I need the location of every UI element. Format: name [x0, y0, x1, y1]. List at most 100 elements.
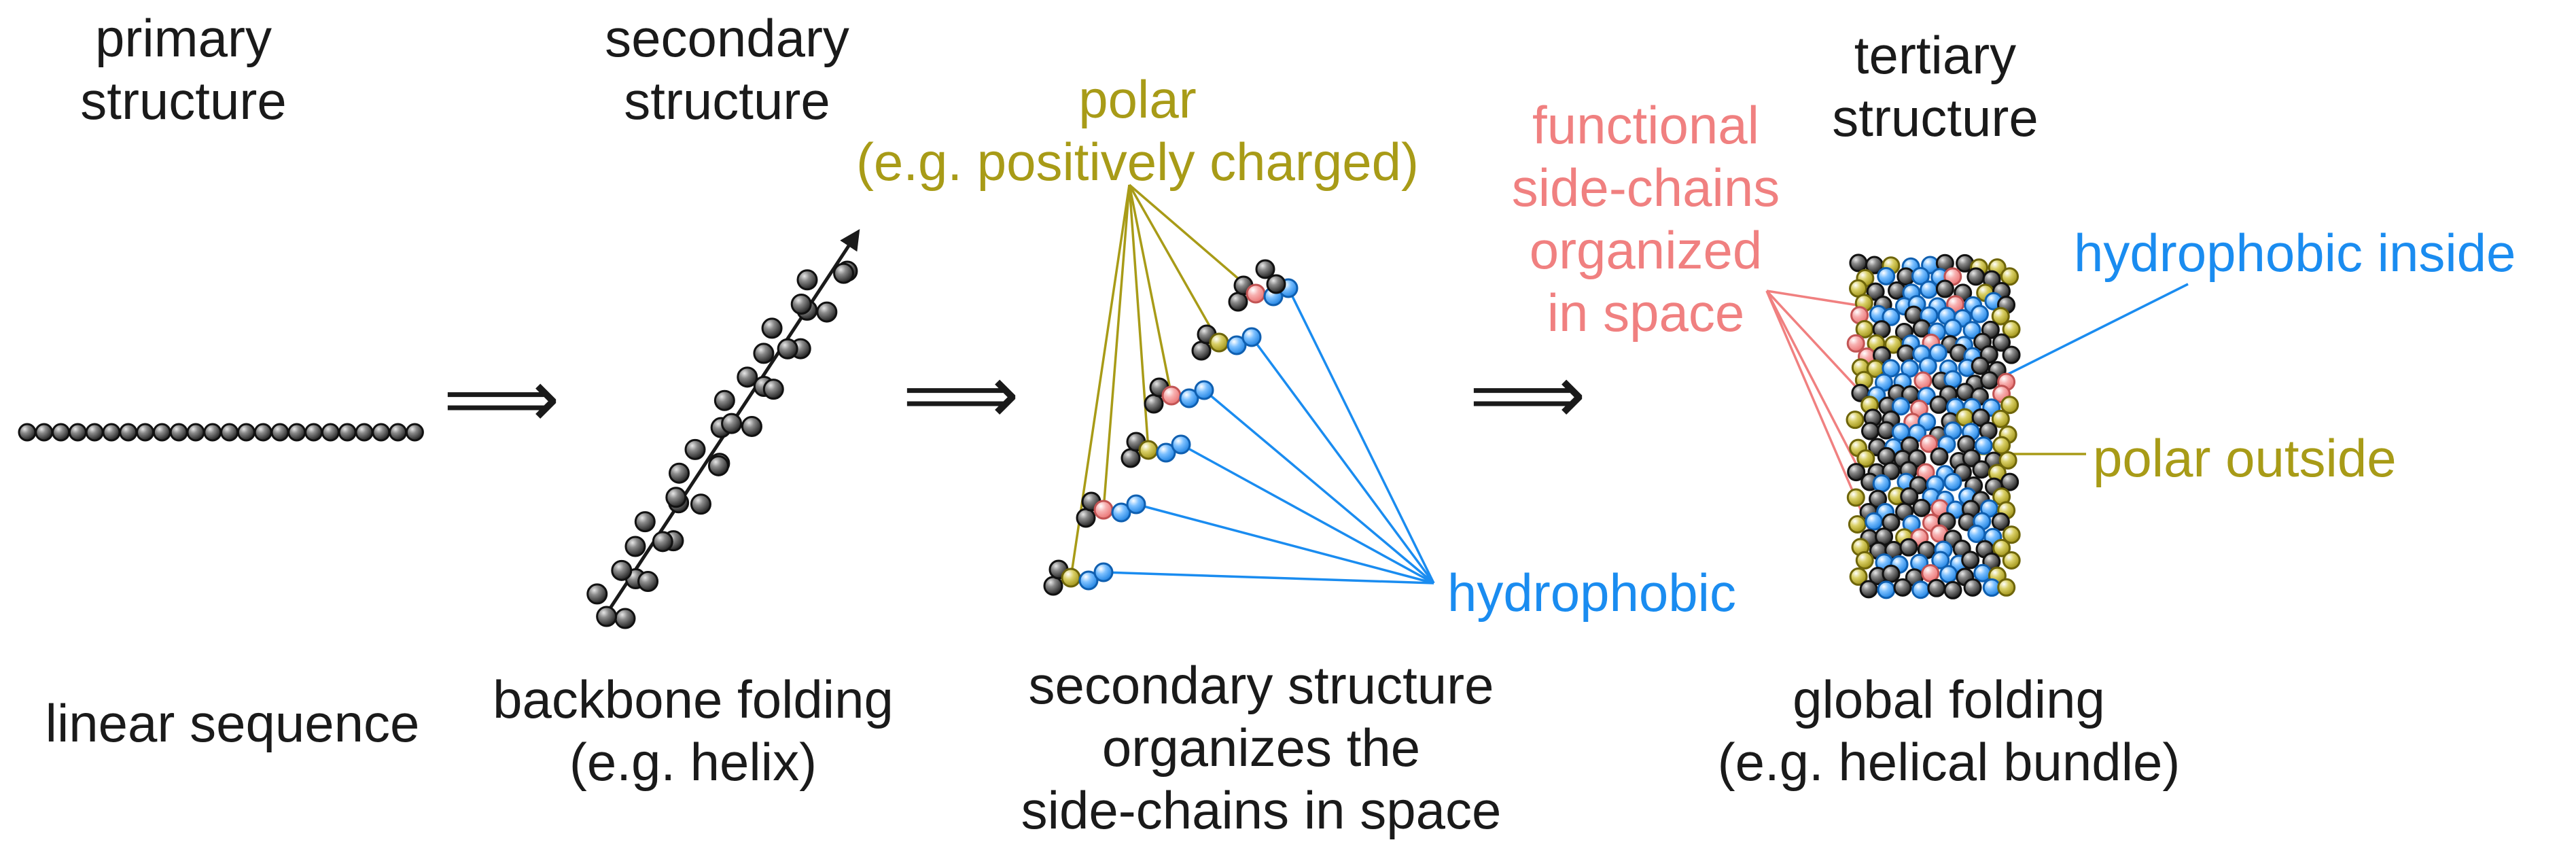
- polar-bead: [1138, 440, 1159, 460]
- hydrophobic-bead: [1865, 512, 1884, 531]
- primary-structure-heading: primary structure: [80, 7, 286, 132]
- secondary-heading-line-1: secondary: [605, 8, 849, 68]
- backbone-bead: [1927, 578, 1946, 597]
- backbone-bead: [741, 415, 762, 437]
- hydrophobic-line-1: hydrophobic: [1447, 563, 1736, 623]
- backbone-bead: [236, 423, 255, 442]
- backbone-bead: [713, 389, 735, 411]
- backbone-bead: [707, 455, 729, 476]
- backbone-bead: [372, 423, 391, 442]
- hydrophobic-bead: [1911, 266, 1930, 285]
- backbone-bead: [1266, 274, 1286, 294]
- hydrophobic-leader-line: [1250, 336, 1435, 584]
- backbone-bead: [1979, 421, 1998, 440]
- hydrophobic-bead: [1962, 321, 1981, 340]
- organization-caption-line-2: organizes the: [1101, 718, 1421, 778]
- tertiary-caption-line-2: (e.g. helical bundle): [1717, 732, 2181, 792]
- backbone-bead: [1228, 292, 1248, 312]
- backbone-bead: [1877, 447, 1896, 466]
- polar-bead: [1846, 411, 1865, 430]
- backbone-bead: [1882, 461, 1901, 481]
- polar-bead: [1848, 514, 1867, 534]
- polar-bead: [2000, 267, 2019, 286]
- backbone-bead: [790, 294, 812, 315]
- hydrophobic-bead: [1171, 434, 1191, 455]
- backbone-bead: [1847, 463, 1866, 482]
- functional-line-3: organized: [1529, 220, 1763, 281]
- functional-bead: [1246, 283, 1266, 304]
- secondary-structure-heading: secondary structure: [605, 7, 849, 132]
- functional-bead: [1161, 385, 1182, 406]
- hydrophobic-bead: [1891, 397, 1910, 416]
- hydrophobic-bead: [1877, 580, 1896, 599]
- hydrophobic-bead: [1882, 359, 1901, 378]
- hydrophobic-leader-line: [1103, 571, 1434, 584]
- backbone-bead: [1121, 448, 1141, 468]
- organization-caption-line-1: secondary structure: [1028, 655, 1494, 715]
- polar-leader-line: [1128, 184, 1220, 343]
- transition-arrow-2: ⟹: [902, 348, 1020, 442]
- hydrophobic-leader-line: [1135, 503, 1434, 584]
- hydrophobic-bead: [1943, 472, 1962, 491]
- hydrophobic-bead: [1179, 388, 1199, 408]
- backbone-bead: [1859, 580, 1878, 599]
- hydrophobic-bead: [1931, 551, 1950, 570]
- backbone-bead: [777, 338, 798, 360]
- hydrophobic-bead: [1970, 304, 1989, 324]
- backbone-bead: [669, 462, 690, 484]
- hydrophobic-bead: [1967, 524, 1986, 543]
- polar-outside-line-1: polar outside: [2093, 428, 2397, 488]
- backbone-bead: [1043, 576, 1063, 596]
- functional-bead: [1093, 500, 1114, 520]
- residue-beads: [18, 254, 2021, 629]
- polar-bead: [1884, 335, 1903, 354]
- secondary-caption-line-1: backbone folding: [493, 669, 894, 729]
- hydrophobic-leader-line: [1203, 389, 1435, 584]
- hydrophobic-inside-line-1: hydrophobic inside: [2074, 223, 2516, 283]
- hydrophobic-bead: [1872, 474, 1891, 493]
- backbone-bead: [1912, 319, 1931, 338]
- backbone-bead: [1935, 279, 1954, 298]
- functional-bead: [1846, 334, 1865, 353]
- backbone-bead: [637, 571, 659, 593]
- backbone-bead: [2002, 345, 2021, 364]
- primary-caption-line-1: linear sequence: [45, 693, 420, 753]
- backbone-bead: [614, 608, 636, 629]
- hydrophobic-bead: [1882, 307, 1901, 326]
- backbone-bead: [737, 366, 758, 388]
- backbone-bead: [1962, 449, 1981, 468]
- polar-bead: [1992, 538, 2011, 557]
- backbone-bead: [68, 423, 87, 442]
- backbone-bead: [1893, 578, 1912, 597]
- backbone-bead: [119, 423, 138, 442]
- backbone-bead: [624, 536, 646, 557]
- hydrophobic-annotation: hydrophobic: [1447, 561, 1736, 624]
- tertiary-heading-line-1: tertiary: [1854, 25, 2017, 85]
- backbone-bead: [389, 423, 408, 442]
- backbone-bead: [1860, 421, 1880, 440]
- primary-heading-line-1: primary: [94, 8, 272, 68]
- secondary-caption: backbone folding (e.g. helix): [493, 668, 894, 793]
- backbone-bead: [1972, 460, 1991, 479]
- backbone-bead: [338, 423, 357, 442]
- backbone-bead: [1991, 512, 2010, 531]
- backbone-bead: [833, 262, 855, 284]
- polar-bead: [1209, 332, 1229, 353]
- backbone-bead: [52, 423, 71, 442]
- backbone-bead: [152, 423, 171, 442]
- backbone-bead: [35, 423, 54, 442]
- backbone-bead: [796, 269, 818, 291]
- polar-bead: [1855, 551, 1874, 570]
- primary-heading-line-2: structure: [80, 71, 287, 131]
- backbone-bead: [1966, 267, 1986, 286]
- polar-bead: [1991, 307, 2010, 326]
- backbone-bead: [1191, 341, 1212, 361]
- functional-leader-line: [1765, 290, 1871, 491]
- polar-bead: [1856, 449, 1875, 468]
- polar-leader-line: [1128, 184, 1173, 396]
- hydrophobic-bead: [1194, 380, 1214, 400]
- polar-leader-line: [1128, 184, 1257, 295]
- backbone-bead: [1912, 498, 1931, 517]
- backbone-bead: [253, 423, 272, 442]
